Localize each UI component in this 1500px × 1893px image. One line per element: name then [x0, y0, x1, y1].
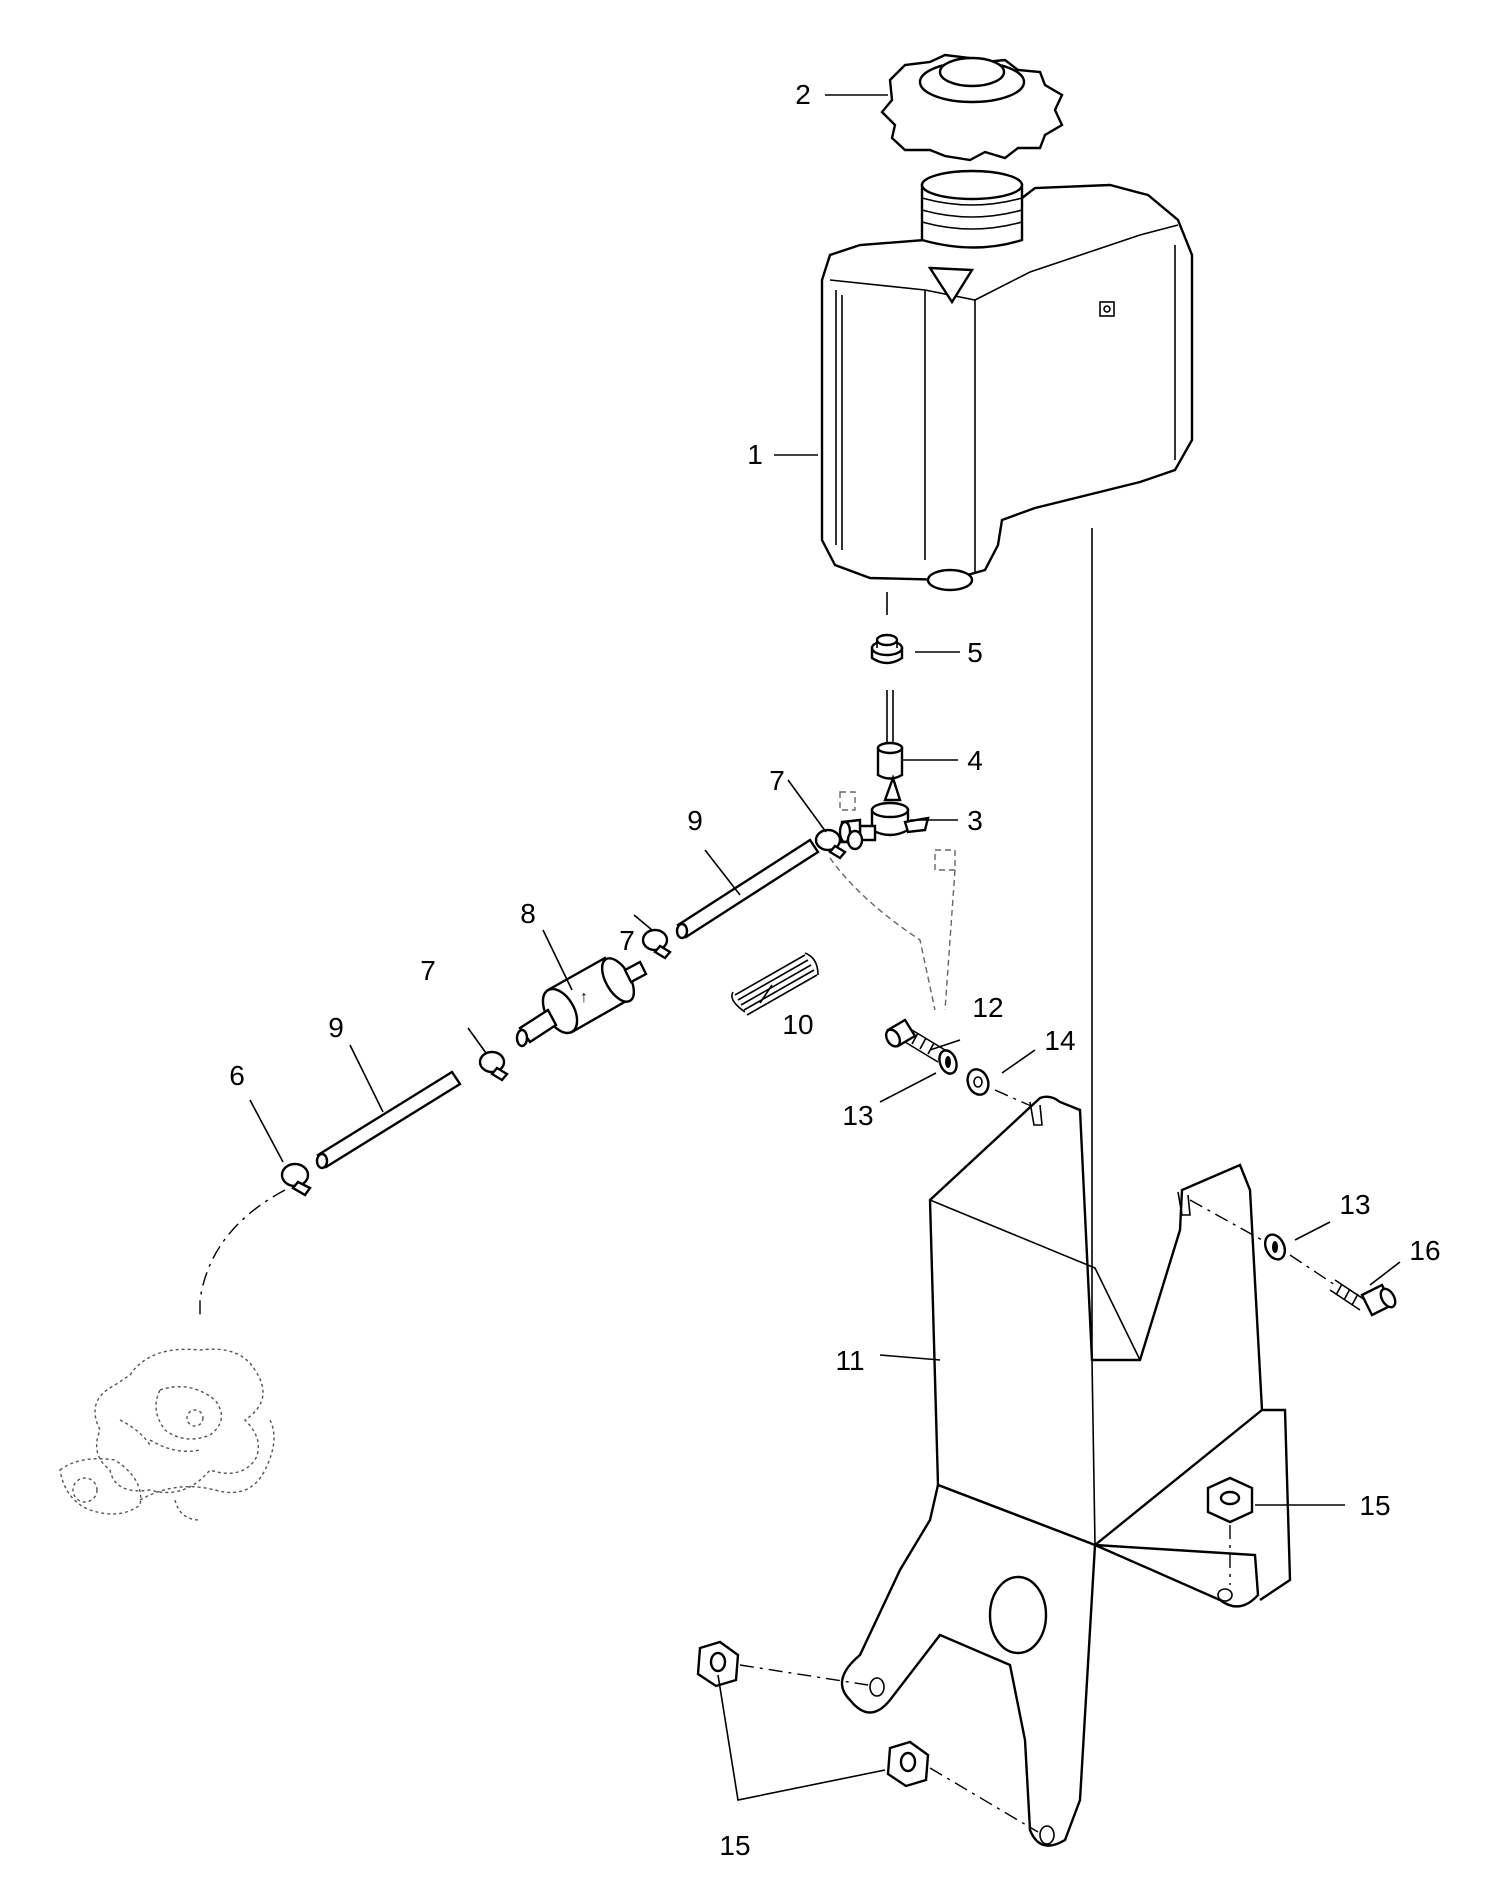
flange-nut-left: [696, 1640, 740, 1688]
callout-3: 3: [967, 805, 983, 836]
callout-2: 2: [795, 79, 811, 110]
callout-7-lower: 7: [420, 955, 436, 986]
callout-7-top: 7: [769, 765, 785, 796]
callout-15-bottom: 15: [719, 1830, 750, 1861]
callout-12: 12: [972, 992, 1003, 1023]
cap-screw: [1329, 1279, 1397, 1317]
callout-6: 6: [229, 1060, 245, 1091]
flat-washer: [966, 1068, 990, 1096]
callout-9-lower: 9: [328, 1012, 344, 1043]
hose-clamp-carb: [280, 1162, 312, 1197]
callout-15-right: 15: [1359, 1490, 1390, 1521]
fuel-tank: [820, 169, 1194, 592]
flange-nut-right: [1206, 1476, 1254, 1524]
callout-13-left: 13: [842, 1100, 873, 1131]
fuel-cap: [880, 53, 1064, 162]
hose-clamp-b: [641, 928, 672, 960]
fuel-line-lower: [315, 1070, 462, 1170]
callout-4: 4: [967, 745, 983, 776]
leader-lines: [249, 94, 1401, 1801]
fuel-filter: ↑: [515, 956, 648, 1048]
callout-11: 11: [835, 1345, 864, 1376]
bolt: [884, 1018, 946, 1063]
spring: [731, 952, 819, 1016]
fuel-screen: [876, 690, 904, 780]
callout-10: 10: [782, 1009, 813, 1040]
tank-bracket: [840, 1095, 1292, 1847]
callout-8: 8: [520, 898, 536, 929]
callout-1: 1: [747, 439, 763, 470]
filter-arrow-mark: ↑: [580, 989, 588, 1006]
callout-16: 16: [1409, 1235, 1440, 1266]
hose-clamp-c: [478, 1050, 509, 1082]
callout-13-right: 13: [1339, 1189, 1370, 1220]
callout-5: 5: [967, 637, 983, 668]
routing-line: [199, 1189, 286, 1320]
lock-washer-upper: [938, 1049, 958, 1075]
flange-nut-bottom: [886, 1740, 930, 1788]
callout-7-middle: 7: [619, 925, 635, 956]
callout-9-upper: 9: [687, 805, 703, 836]
grommet: [870, 633, 904, 665]
carburetor-phantom: [59, 1348, 275, 1521]
callout-14: 14: [1044, 1025, 1075, 1056]
lock-washer-right: [1263, 1233, 1287, 1261]
callout-labels: 2 1 5 4 3 7 9 7 8 7 9 6 10 12 13 14 11 1…: [229, 79, 1440, 1861]
fuel-line-upper: [675, 838, 820, 940]
hose-clamp-a: [814, 828, 864, 860]
shutoff-valve: [838, 774, 956, 871]
